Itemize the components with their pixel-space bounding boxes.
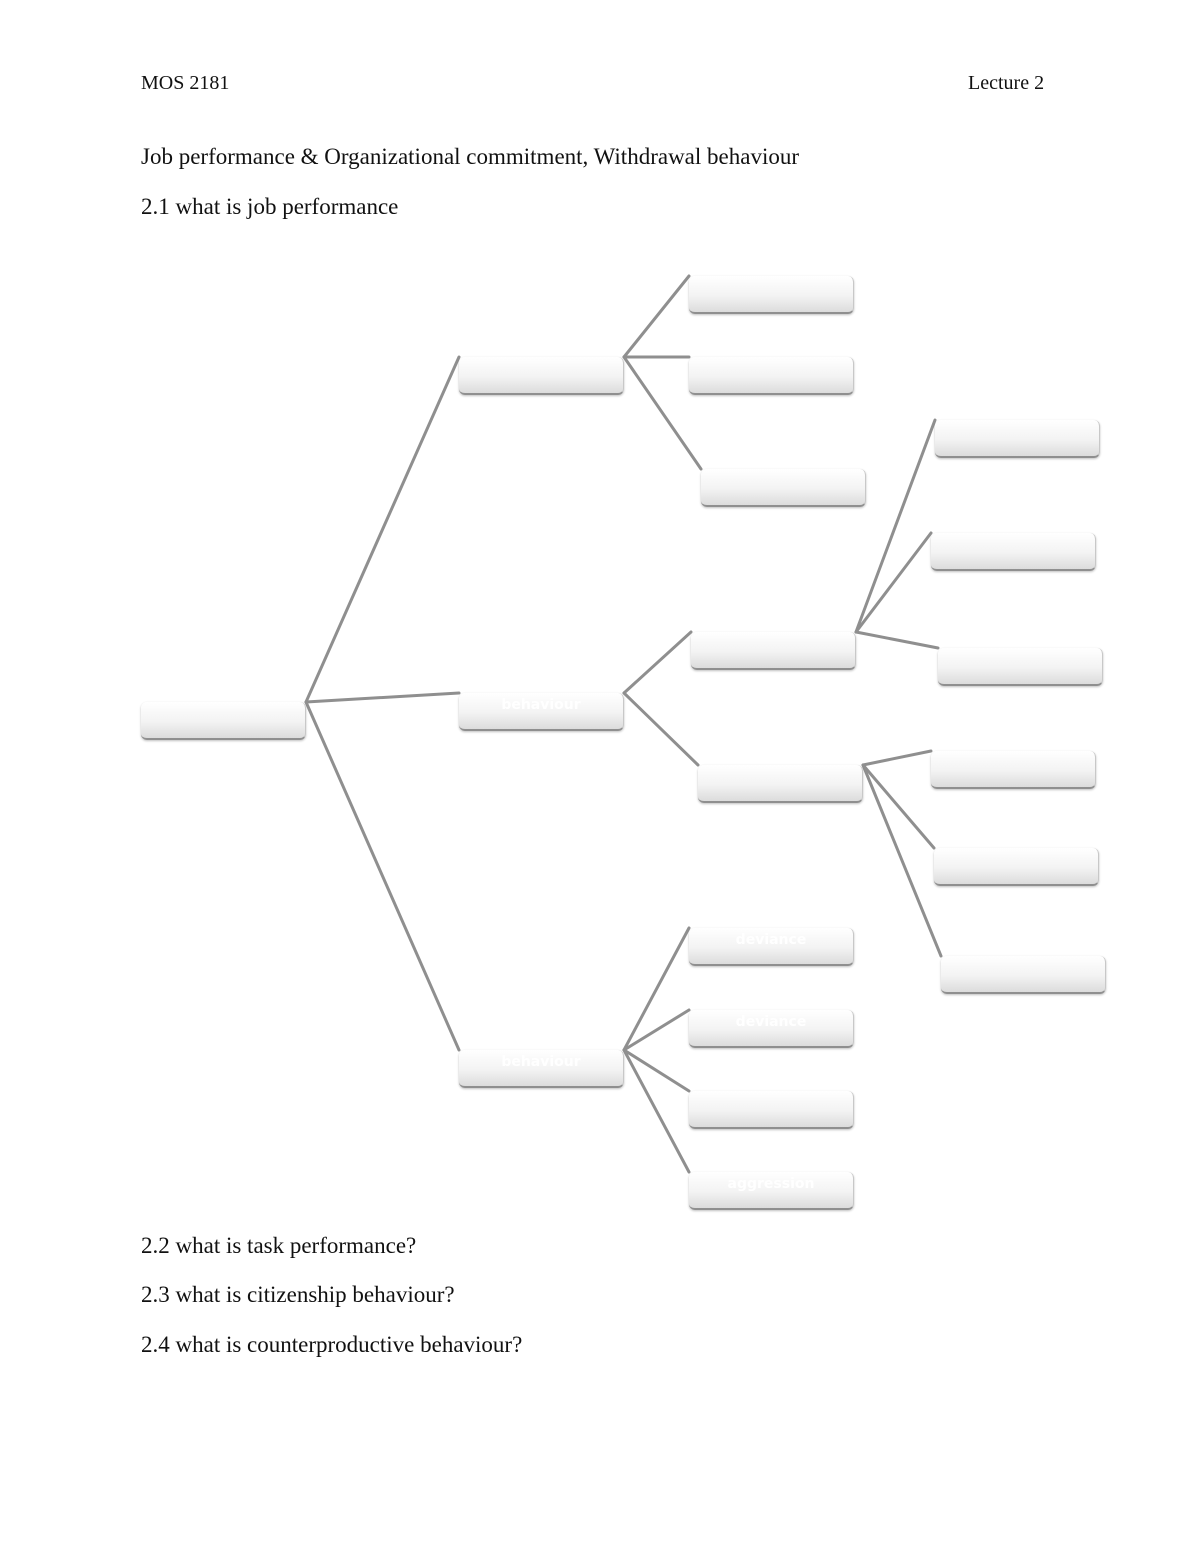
node-task-child-1 [689, 276, 854, 314]
line-organizational-to-child-3 [861, 763, 943, 958]
course-code: MOS 2181 [141, 72, 230, 94]
line-root-to-task [304, 355, 461, 704]
line-task-to-child-1 [622, 274, 691, 359]
node-organizational-citizenship [698, 765, 863, 803]
lecture-number: Lecture 2 [968, 72, 1045, 94]
node-counterproductive-child-2: deviance [689, 1010, 854, 1048]
line-root-to-counterproductive [304, 700, 461, 1052]
line-organizational-to-child-1 [861, 749, 933, 767]
line-organizational-to-child-2 [861, 763, 936, 850]
line-citizenship-to-interpersonal [622, 630, 693, 695]
node-organizational-child-2 [934, 848, 1099, 886]
node-task-child-3 [701, 469, 866, 507]
node-counterproductive-child-4: aggression [689, 1172, 854, 1210]
node-task-child-2 [689, 357, 854, 395]
line-citizenship-to-organizational [622, 691, 700, 767]
node-interpersonal-child-3 [938, 648, 1103, 686]
document-title: Job performance & Organizational commitm… [141, 144, 799, 169]
section-2-3-heading: 2.3 what is citizenship behaviour? [141, 1282, 455, 1307]
line-interpersonal-to-child-1 [854, 418, 937, 634]
line-root-to-citizenship [304, 691, 461, 704]
node-organizational-child-1 [931, 751, 1096, 789]
line-interpersonal-to-child-3 [854, 630, 940, 650]
section-2-1-heading: 2.1 what is job performance [141, 194, 399, 219]
node-interpersonal-citizenship [691, 632, 856, 670]
node-task-performance [459, 357, 624, 395]
node-interpersonal-child-1 [935, 420, 1100, 458]
node-organizational-child-3 [941, 956, 1106, 994]
line-counterproductive-to-child-1 [622, 926, 691, 1052]
section-2-2-heading: 2.2 what is task performance? [141, 1233, 417, 1258]
line-counterproductive-to-child-3 [622, 1048, 691, 1093]
node-counterproductive-behaviour: behaviour [459, 1050, 624, 1088]
node-interpersonal-child-2 [931, 533, 1096, 571]
line-task-to-child-3 [622, 355, 703, 471]
section-2-4-heading: 2.4 what is counterproductive behaviour? [141, 1332, 523, 1357]
node-counterproductive-child-3 [689, 1091, 854, 1129]
node-citizenship-behaviour: behaviour [459, 693, 624, 731]
line-interpersonal-to-child-2 [854, 531, 933, 634]
node-job-performance [141, 702, 306, 740]
line-counterproductive-to-child-2 [622, 1008, 691, 1052]
line-counterproductive-to-child-4 [622, 1048, 691, 1174]
node-counterproductive-child-1: deviance [689, 928, 854, 966]
